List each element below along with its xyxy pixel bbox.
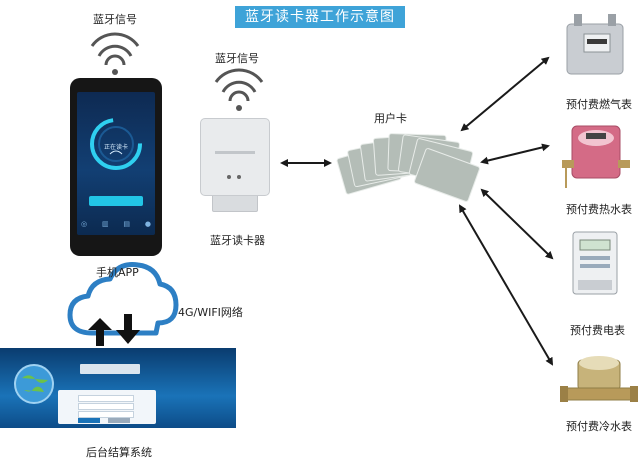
reset-button[interactable] bbox=[108, 418, 130, 423]
nav-chart-icon[interactable]: ▥ bbox=[101, 220, 109, 228]
bluetooth-card-reader bbox=[200, 118, 270, 196]
cloud-icon bbox=[67, 262, 179, 336]
network-label: 4G/WIFI网络 bbox=[178, 306, 243, 319]
phone-app-screen: 正在读卡 ◎ ▥ ▤ ● bbox=[77, 92, 155, 235]
electric-meter-label: 预付费电表 bbox=[570, 324, 625, 337]
gas-meter-icon bbox=[566, 14, 624, 75]
nav-user-icon[interactable]: ● bbox=[144, 220, 151, 228]
reader-signal-label: 蓝牙信号 bbox=[215, 52, 259, 65]
electric-meter-arrow bbox=[480, 188, 554, 260]
phone-action-button[interactable] bbox=[89, 196, 143, 206]
download-arrow-icon bbox=[116, 314, 140, 344]
nav-card-icon[interactable]: ▤ bbox=[123, 220, 131, 228]
gas-meter-label: 预付费燃气表 bbox=[566, 98, 632, 111]
reading-status-text: 正在读卡 bbox=[103, 144, 128, 151]
user-card-label: 用户卡 bbox=[374, 112, 407, 125]
login-button[interactable] bbox=[78, 418, 100, 423]
cold-water-meter-label: 预付费冷水表 bbox=[566, 420, 632, 433]
password-field[interactable] bbox=[78, 403, 134, 410]
upload-arrow-icon bbox=[88, 318, 112, 346]
diagram-title: 蓝牙读卡器工作示意图 bbox=[235, 6, 405, 28]
reading-gauge-icon bbox=[90, 118, 142, 170]
hot-water-meter-icon bbox=[562, 125, 630, 188]
hot-water-meter-label: 预付费热水表 bbox=[566, 203, 632, 216]
hot-water-meter-arrow bbox=[480, 143, 550, 165]
reader-bluetooth-signal-icon bbox=[214, 68, 264, 111]
phone-app-label: 手机APP bbox=[96, 266, 139, 279]
reader-logo-mark bbox=[215, 151, 255, 154]
backend-label: 后台结算系统 bbox=[86, 446, 152, 459]
cold-water-meter-icon bbox=[560, 356, 638, 402]
phone-bluetooth-signal-icon bbox=[90, 32, 140, 75]
cold-water-meter-arrow bbox=[458, 204, 554, 366]
login-panel bbox=[58, 390, 156, 424]
electric-meter-icon bbox=[572, 231, 618, 295]
captcha-field[interactable] bbox=[78, 411, 134, 418]
reader-label: 蓝牙读卡器 bbox=[210, 234, 265, 247]
backend-system-screenshot bbox=[0, 348, 236, 428]
globe-icon bbox=[14, 364, 54, 404]
gas-meter-arrow bbox=[460, 56, 550, 132]
phone-signal-label: 蓝牙信号 bbox=[93, 13, 137, 26]
reader-led-icon bbox=[237, 175, 241, 179]
username-field[interactable] bbox=[78, 395, 134, 402]
platform-logo-mark bbox=[80, 364, 140, 374]
user-card-stack bbox=[335, 120, 481, 210]
reader-led-icon bbox=[227, 175, 231, 179]
nav-home-icon[interactable]: ◎ bbox=[81, 220, 88, 228]
phone-nav-bar: ◎ ▥ ▤ ● bbox=[81, 220, 151, 228]
